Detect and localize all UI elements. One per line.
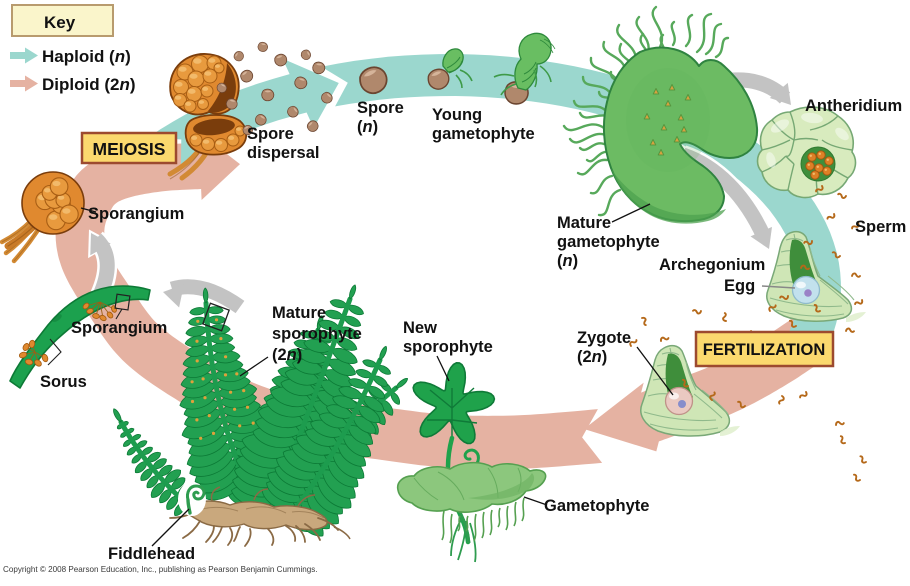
svg-text:Spore: Spore [357,99,404,117]
svg-text:Gametophyte: Gametophyte [544,497,649,515]
svg-text:Diploid (2n): Diploid (2n) [42,75,136,94]
svg-text:Archegonium: Archegonium [659,256,765,274]
svg-text:MEIOSIS: MEIOSIS [93,139,166,159]
svg-text:gametophyte: gametophyte [432,125,535,143]
svg-text:Sorus: Sorus [40,373,87,391]
svg-text:Haploid (n): Haploid (n) [42,47,131,66]
svg-text:(n): (n) [557,252,578,270]
svg-text:(2n): (2n) [272,346,302,364]
svg-text:(n): (n) [357,118,378,136]
svg-text:Mature: Mature [557,214,611,232]
svg-text:sporophyte: sporophyte [403,338,493,356]
svg-text:Egg: Egg [724,277,755,295]
svg-text:sporophyte: sporophyte [272,325,362,343]
svg-text:New: New [403,319,437,337]
svg-text:Young: Young [432,106,482,124]
svg-text:Antheridium: Antheridium [805,97,902,115]
svg-text:dispersal: dispersal [247,144,319,162]
svg-text:Copyright © 2008 Pearson Educa: Copyright © 2008 Pearson Education, Inc.… [3,565,318,574]
svg-text:Mature: Mature [272,304,326,322]
svg-text:Sporangium: Sporangium [88,205,184,223]
svg-text:Fiddlehead: Fiddlehead [108,545,195,563]
svg-text:Spore: Spore [247,125,294,143]
svg-text:FERTILIZATION: FERTILIZATION [703,341,826,359]
svg-text:Sporangium: Sporangium [71,319,167,337]
svg-text:Key: Key [44,13,76,32]
svg-text:Zygote: Zygote [577,329,631,347]
svg-text:Sperm: Sperm [855,218,906,236]
svg-text:(2n): (2n) [577,348,607,366]
svg-text:gametophyte: gametophyte [557,233,660,251]
